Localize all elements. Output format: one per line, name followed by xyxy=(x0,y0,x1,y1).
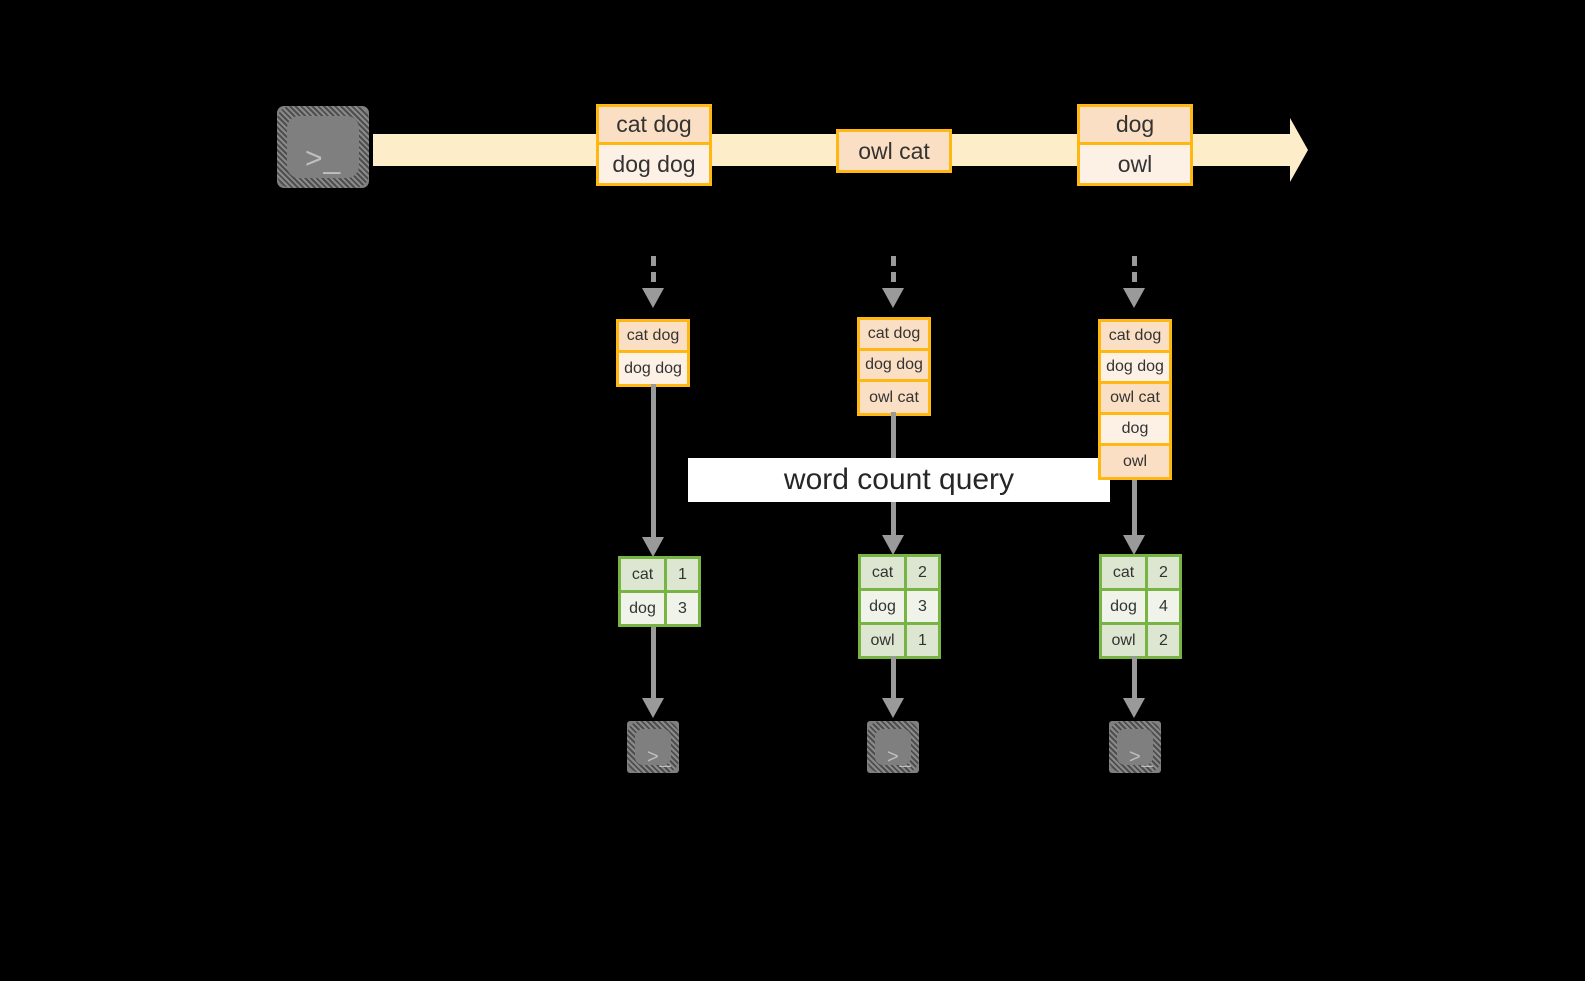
snapshot-1-sink-arrow xyxy=(642,698,664,718)
terminal-prompt-glyph: >_ xyxy=(647,746,672,768)
stream-message-row: cat dog xyxy=(599,107,709,145)
snapshot-2-result-table: cat 2 dog 3 owl 1 xyxy=(858,554,941,659)
stream-arrow-head xyxy=(1290,118,1308,182)
stream-tap-line-1 xyxy=(651,256,656,294)
result-word-cell: owl xyxy=(861,625,907,656)
snapshot-3-input-table: cat dog dog dog owl cat dog owl xyxy=(1098,319,1172,480)
snapshot-2-sink-arrow xyxy=(882,698,904,718)
terminal-prompt-glyph: >_ xyxy=(305,142,342,175)
stream-band-segment-4 xyxy=(1187,134,1292,166)
result-row: owl 1 xyxy=(861,625,938,656)
terminal-face xyxy=(875,729,911,765)
terminal-prompt-glyph: >_ xyxy=(1129,746,1154,768)
stream-message-row: owl cat xyxy=(839,132,949,170)
result-row: dog 4 xyxy=(1102,591,1179,625)
snapshot-3-sink-line xyxy=(1132,656,1137,706)
result-word-cell: cat xyxy=(861,557,907,588)
terminal-face xyxy=(287,116,359,178)
result-word-cell: dog xyxy=(1102,591,1148,622)
result-count-cell: 3 xyxy=(907,591,938,622)
result-count-cell: 1 xyxy=(907,625,938,656)
snapshot-input-row: dog dog xyxy=(1101,353,1169,384)
stream-band-segment-2 xyxy=(706,134,841,166)
snapshot-2-sink-line xyxy=(891,656,896,706)
stream-tap-arrow-2 xyxy=(882,288,904,308)
stream-band-segment-1 xyxy=(373,134,605,166)
stream-tap-arrow-1 xyxy=(642,288,664,308)
snapshot-3-result-table: cat 2 dog 4 owl 2 xyxy=(1099,554,1182,659)
snapshot-input-row: owl xyxy=(1101,446,1169,477)
source-terminal-icon: >_ xyxy=(268,97,378,197)
snapshot-3-sink-arrow xyxy=(1123,698,1145,718)
result-row: owl 2 xyxy=(1102,625,1179,656)
result-count-cell: 2 xyxy=(907,557,938,588)
result-count-cell: 1 xyxy=(667,559,698,590)
stream-message-row: owl xyxy=(1080,145,1190,183)
stream-message-group-2: owl cat xyxy=(836,129,952,173)
result-word-cell: owl xyxy=(1102,625,1148,656)
snapshot-3-sink-terminal-icon: >_ xyxy=(1100,712,1170,782)
terminal-face xyxy=(635,729,671,765)
stream-tap-line-2 xyxy=(891,256,896,294)
result-word-cell: dog xyxy=(621,593,667,624)
terminal-prompt-glyph: >_ xyxy=(887,746,912,768)
result-count-cell: 4 xyxy=(1148,591,1179,622)
snapshot-1-query-arrow xyxy=(642,537,664,557)
result-count-cell: 2 xyxy=(1148,557,1179,588)
result-word-cell: dog xyxy=(861,591,907,622)
snapshot-1-query-line xyxy=(651,384,656,552)
snapshot-input-row: dog xyxy=(1101,415,1169,446)
result-row: cat 2 xyxy=(1102,557,1179,591)
snapshot-input-row: cat dog xyxy=(619,322,687,353)
snapshot-1-result-table: cat 1 dog 3 xyxy=(618,556,701,627)
snapshot-1-input-table: cat dog dog dog xyxy=(616,319,690,387)
snapshot-input-row: cat dog xyxy=(860,320,928,351)
result-word-cell: cat xyxy=(1102,557,1148,588)
snapshot-1-sink-line xyxy=(651,627,656,705)
stream-message-row: dog xyxy=(1080,107,1190,145)
result-row: dog 3 xyxy=(621,593,698,624)
result-row: dog 3 xyxy=(861,591,938,625)
snapshot-input-row: dog dog xyxy=(619,353,687,384)
query-banner: word count query xyxy=(688,458,1110,502)
stream-tap-arrow-3 xyxy=(1123,288,1145,308)
snapshot-input-row: cat dog xyxy=(1101,322,1169,353)
stream-message-row: dog dog xyxy=(599,145,709,183)
stream-message-group-3: dog owl xyxy=(1077,104,1193,186)
result-count-cell: 2 xyxy=(1148,625,1179,656)
result-row: cat 1 xyxy=(621,559,698,593)
snapshot-2-query-arrow xyxy=(882,535,904,555)
result-row: cat 2 xyxy=(861,557,938,591)
snapshot-3-query-arrow xyxy=(1123,535,1145,555)
stream-tap-line-3 xyxy=(1132,256,1137,294)
result-count-cell: 3 xyxy=(667,593,698,624)
snapshot-2-sink-terminal-icon: >_ xyxy=(858,712,928,782)
snapshot-input-row: dog dog xyxy=(860,351,928,382)
stream-band-segment-3 xyxy=(946,134,1084,166)
terminal-face xyxy=(1117,729,1153,765)
snapshot-input-row: owl cat xyxy=(1101,384,1169,415)
result-word-cell: cat xyxy=(621,559,667,590)
snapshot-3-query-line xyxy=(1132,474,1137,550)
snapshot-2-input-table: cat dog dog dog owl cat xyxy=(857,317,931,416)
snapshot-input-row: owl cat xyxy=(860,382,928,413)
snapshot-1-sink-terminal-icon: >_ xyxy=(618,712,688,782)
stream-message-group-1: cat dog dog dog xyxy=(596,104,712,186)
query-banner-label: word count query xyxy=(783,463,1015,496)
